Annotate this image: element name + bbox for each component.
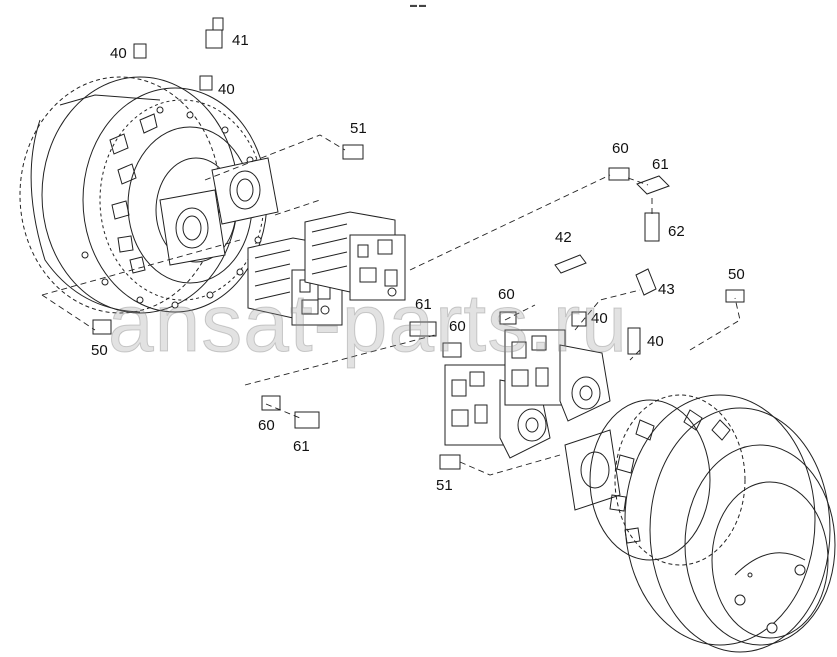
top-mark: ▬ ▬ xyxy=(410,2,426,9)
callout-50: 50 xyxy=(728,266,745,283)
callout-61: 61 xyxy=(293,438,310,455)
callout-60: 60 xyxy=(258,417,275,434)
callout-51: 51 xyxy=(436,477,453,494)
assembly-lines xyxy=(41,134,741,476)
left-motor-block-2 xyxy=(304,211,406,301)
left-final-drive xyxy=(19,76,279,314)
callout-40: 40 xyxy=(591,310,608,327)
callout-40: 40 xyxy=(218,81,235,98)
right-final-drive xyxy=(564,394,836,653)
watermark: ansat-parts.ru xyxy=(108,278,628,370)
callout-40: 40 xyxy=(647,333,664,350)
callout-60: 60 xyxy=(498,286,515,303)
callout-41: 41 xyxy=(232,32,249,49)
right-motor-block-2 xyxy=(504,329,611,422)
callout-61: 61 xyxy=(652,156,669,173)
callout-62: 62 xyxy=(668,223,685,240)
callout-40: 40 xyxy=(110,45,127,62)
callout-61: 61 xyxy=(415,296,432,313)
callout-60: 60 xyxy=(449,318,466,335)
callout-60: 60 xyxy=(612,140,629,157)
callout-51: 51 xyxy=(350,120,367,137)
callout-50: 50 xyxy=(91,342,108,359)
callout-42: 42 xyxy=(555,229,572,246)
callout-43: 43 xyxy=(658,281,675,298)
